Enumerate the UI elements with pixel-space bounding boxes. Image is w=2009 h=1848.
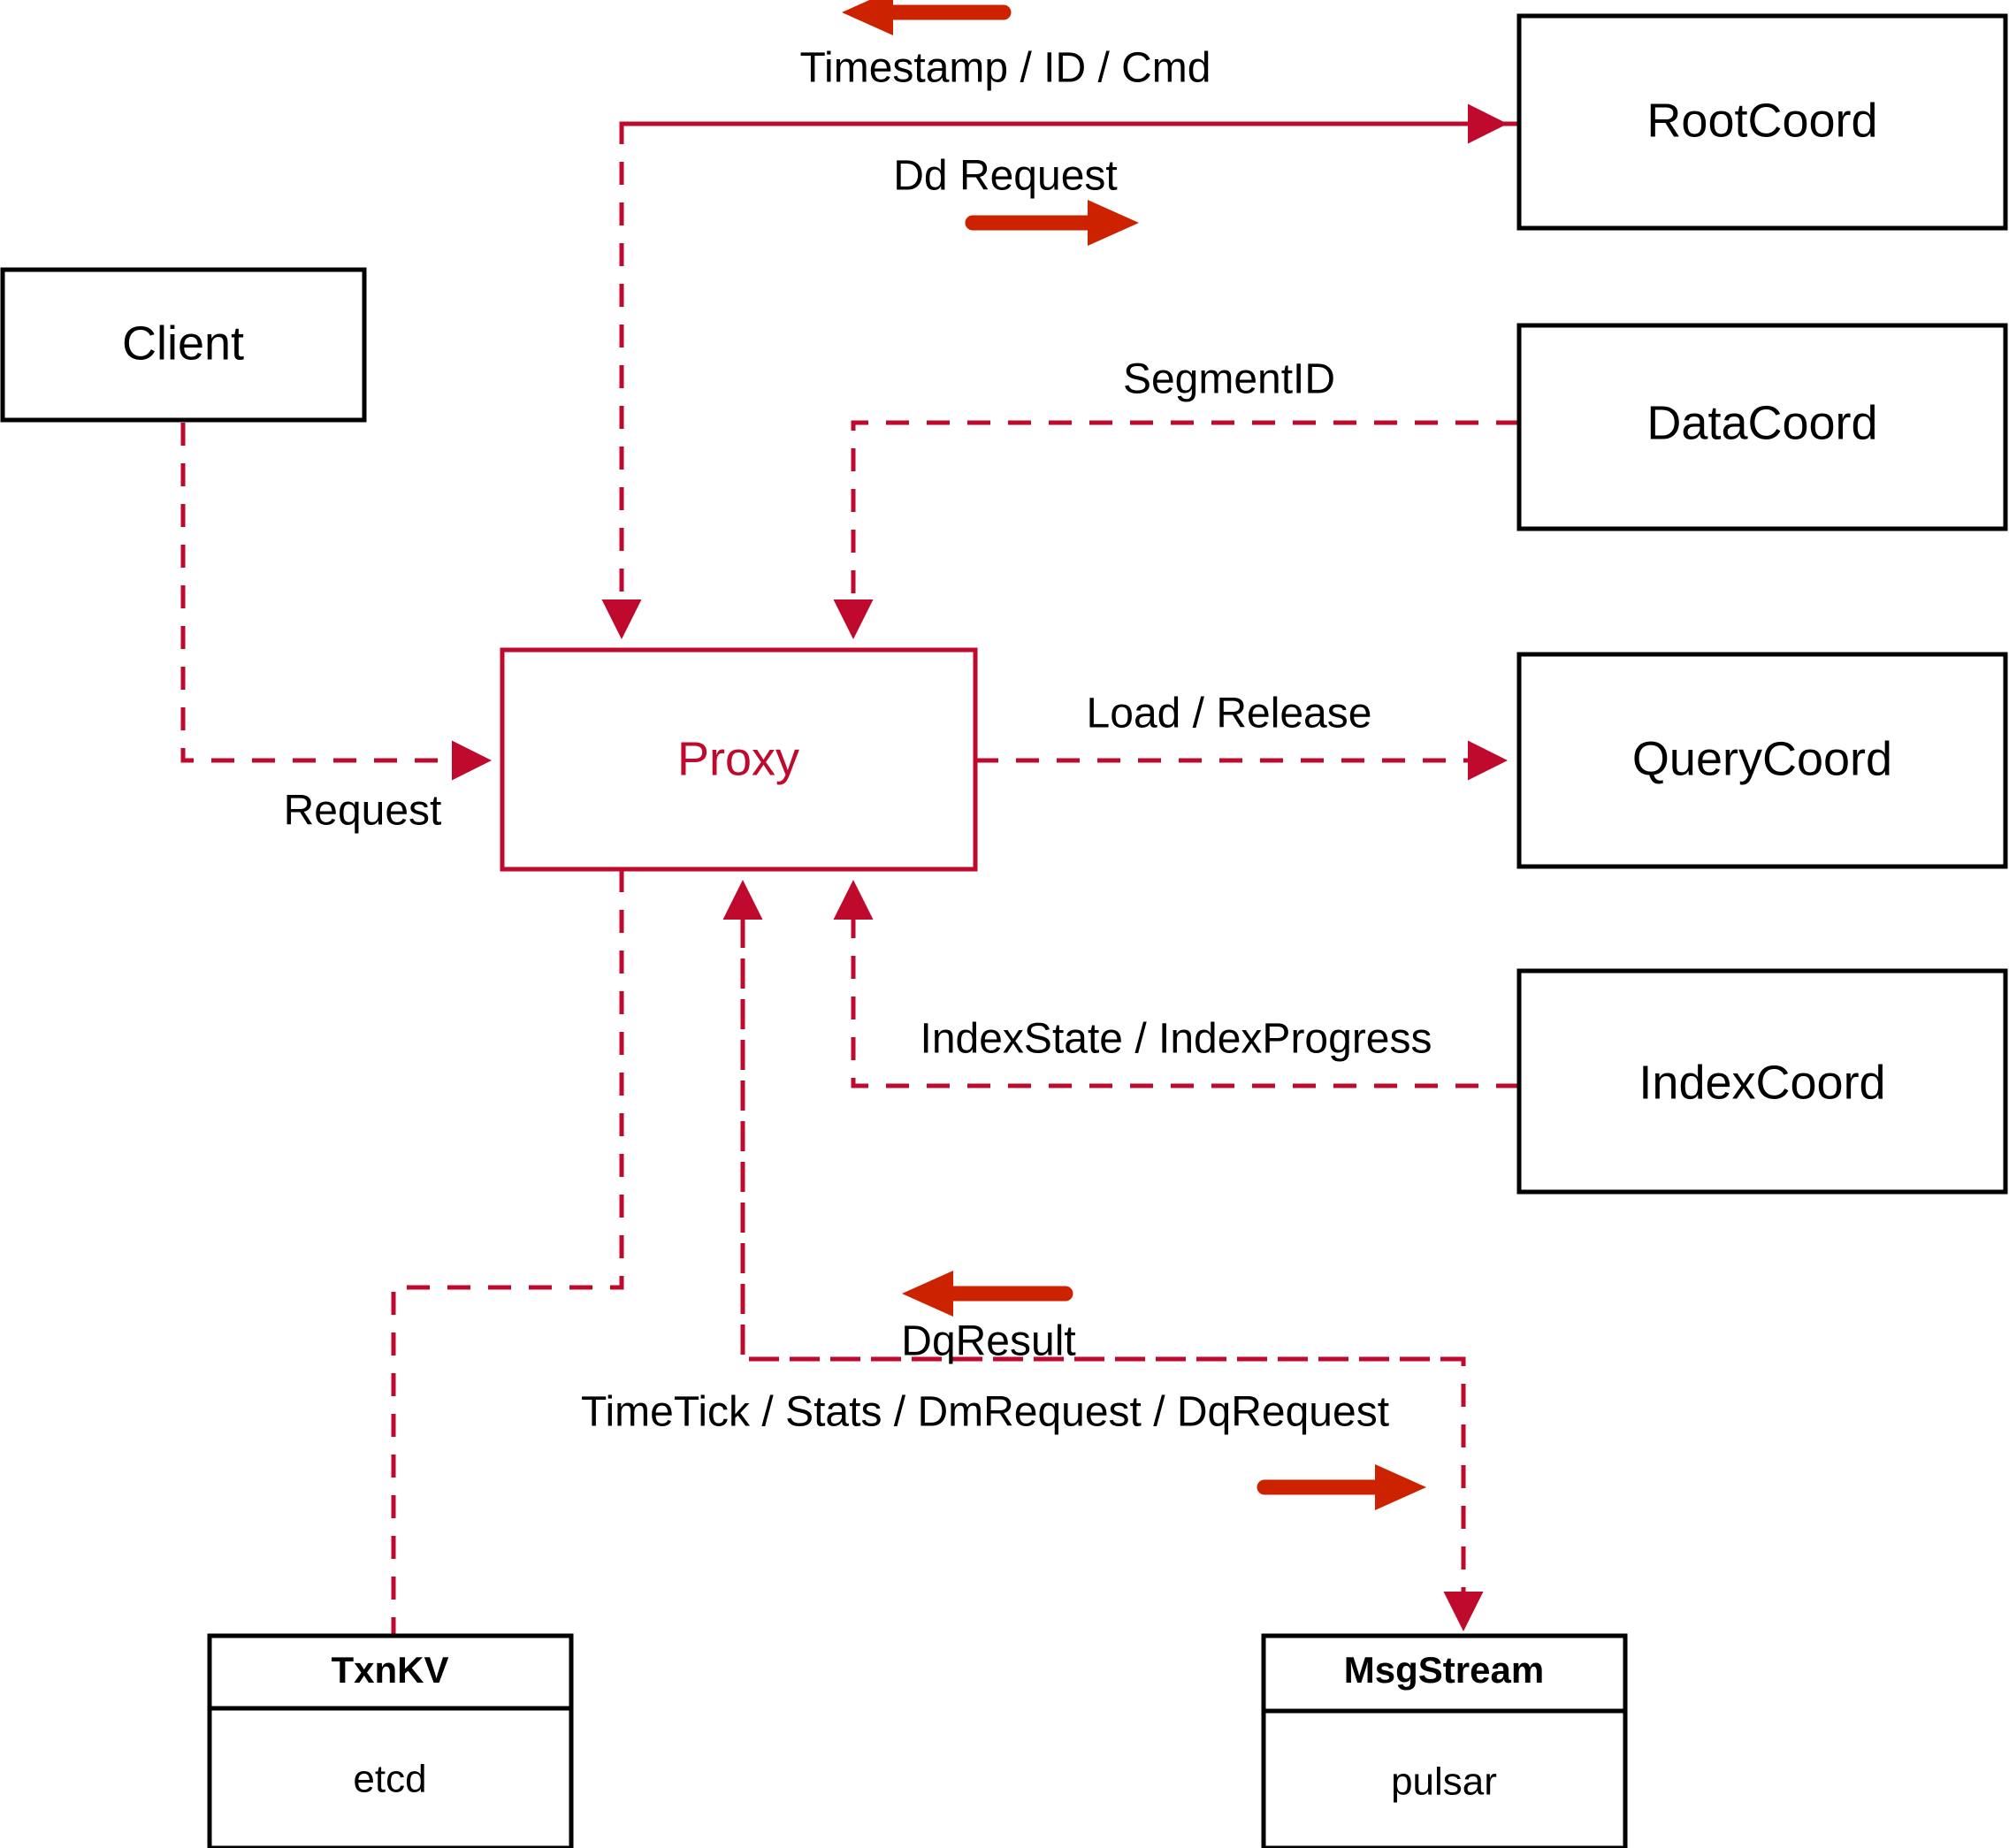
edge-label-segment-id: SegmentID (1123, 356, 1335, 403)
direction-arrow-timestamp-icon (842, 0, 1012, 35)
direction-arrow-timetick-icon (1257, 1464, 1426, 1510)
node-datacoord-label: DataCoord (1646, 396, 1877, 449)
node-datacoord-box[interactable] (1516, 323, 2008, 531)
edge-label-timetick-stats: TimeTick / Stats / DmRequest / DqRequest (581, 1389, 1389, 1436)
edge-label-dd-request: Dd Request (893, 153, 1117, 200)
node-msgstream-label: MsgStream (1344, 1649, 1544, 1691)
flow-timestamp-id-cmd (601, 121, 1519, 639)
node-txnkv-box[interactable] (207, 1633, 574, 1848)
edge-label-dq-result: DqResult (901, 1318, 1075, 1365)
node-msgstream-impl-label: pulsar (1391, 1760, 1497, 1804)
edge-label-request: Request (284, 788, 442, 835)
node-rootcoord-label: RootCoord (1646, 94, 1877, 147)
flow-proxy-to-txnkv (391, 869, 624, 1634)
flow-dq-result (722, 880, 1463, 1362)
edge-label-load-release: Load / Release (1087, 691, 1372, 737)
edge-label-timestamp-id-cmd: Timestamp / ID / Cmd (800, 45, 1211, 92)
node-querycoord-label: QueryCoord (1632, 732, 1892, 785)
flow-segment-id (833, 420, 1519, 639)
direction-arrow-dd-request-icon (965, 200, 1139, 246)
node-txnkv-label: TxnKV (331, 1649, 448, 1691)
node-proxy-box[interactable] (500, 647, 978, 872)
node-proxy-label: Proxy (677, 732, 799, 785)
node-client-label: Client (122, 317, 244, 370)
node-txnkv-impl-label: etcd (353, 1758, 426, 1801)
node-msgstream-box[interactable] (1261, 1633, 1628, 1848)
flow-request (180, 423, 492, 781)
node-indexcoord-label: IndexCoord (1639, 1056, 1885, 1109)
flow-index-state-progress (833, 880, 1519, 1088)
edge-label-index-state-progress: IndexState / IndexProgress (920, 1016, 1432, 1063)
node-querycoord-box[interactable] (1516, 652, 2008, 869)
node-indexcoord-box[interactable] (1516, 968, 2008, 1195)
flow-timetick-stats-dm-dq (740, 884, 1484, 1631)
node-rootcoord-box[interactable] (1516, 13, 2008, 231)
node-client-box[interactable] (0, 267, 367, 423)
direction-arrow-dq-result-icon (902, 1271, 1073, 1317)
